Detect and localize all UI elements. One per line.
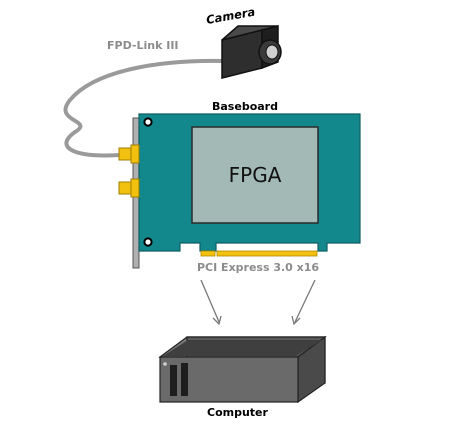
mounting-hole-bottom <box>143 237 153 247</box>
fpga-label: FPGA <box>229 163 282 187</box>
fpd-link-connector-2 <box>118 178 140 198</box>
pcie-edge-connector-long <box>216 250 318 257</box>
pcie-label: PCI Express 3.0 x16 <box>197 261 319 274</box>
fpd-link-connector-1 <box>118 144 140 164</box>
bus-arrows <box>200 279 316 326</box>
mounting-hole-top <box>143 117 153 127</box>
fpga-chip <box>191 126 319 224</box>
computer-icon <box>158 335 327 404</box>
camera-label: Camera <box>205 5 256 27</box>
camera-icon <box>221 25 282 79</box>
baseboard-label: Baseboard <box>212 100 278 113</box>
fpd-link-cable <box>63 58 224 158</box>
fpd-link-label: FPD-Link III <box>107 39 179 52</box>
pcie-edge-connector-short <box>200 250 216 257</box>
computer-label: Computer <box>207 406 269 419</box>
